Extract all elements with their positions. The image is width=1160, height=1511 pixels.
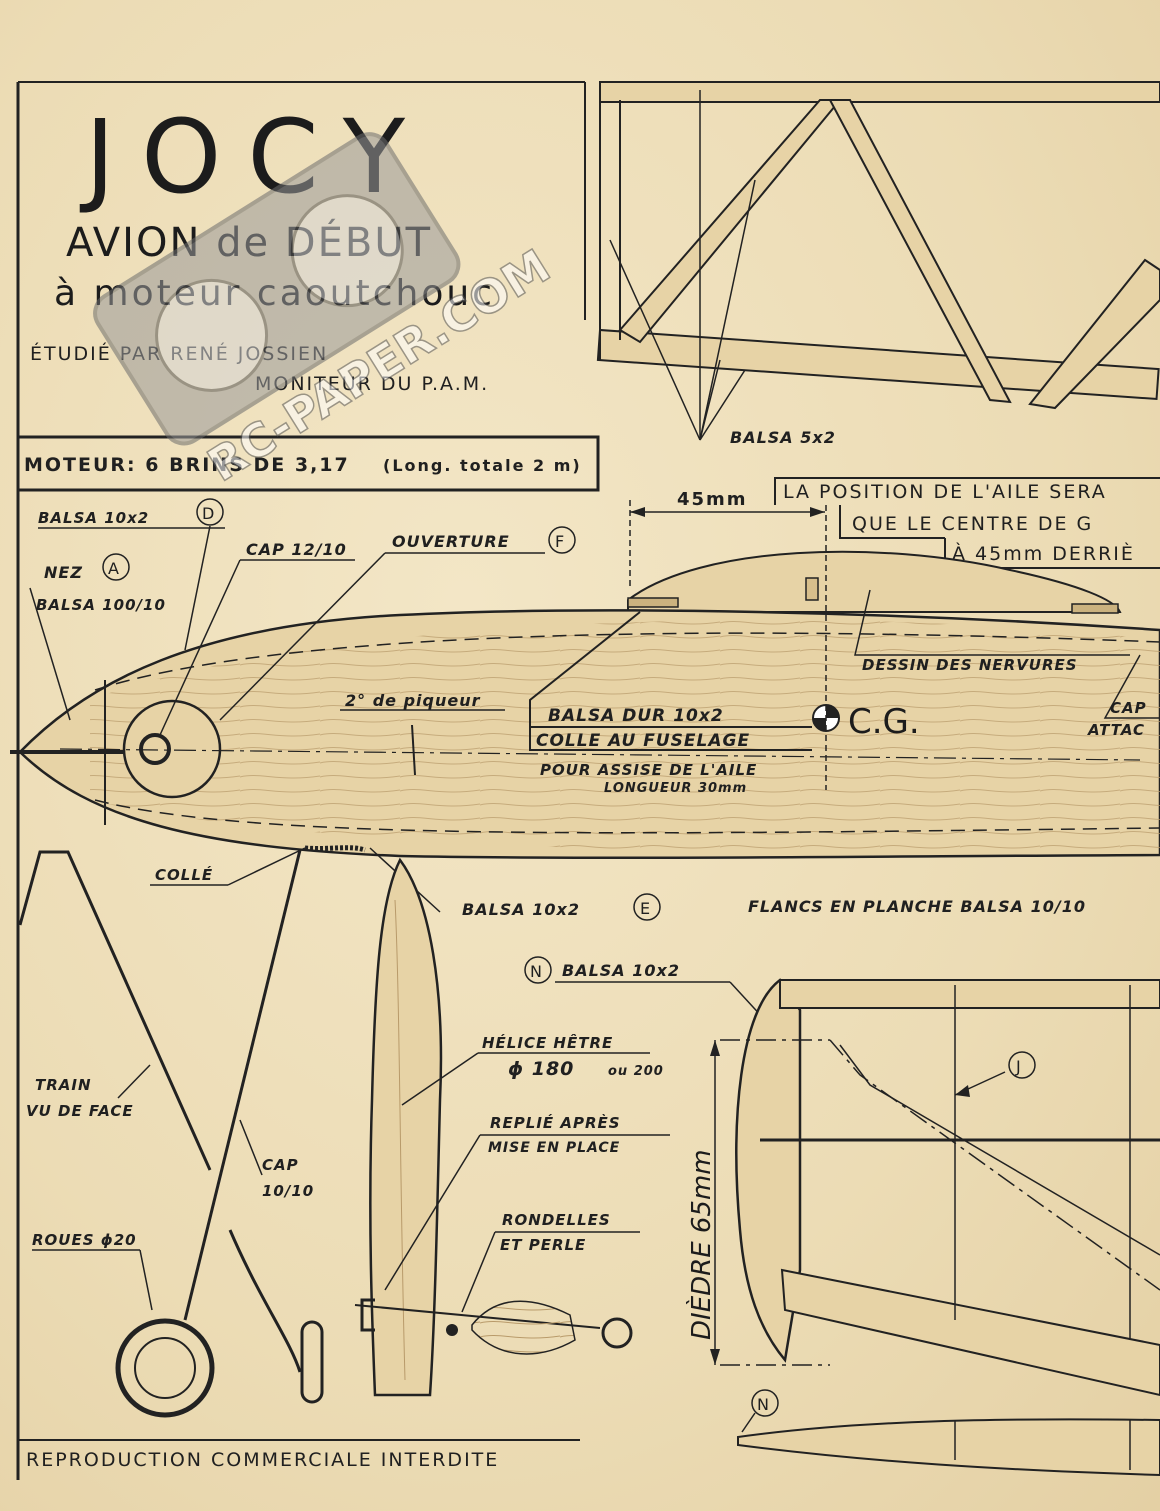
part-j: J bbox=[1015, 1057, 1023, 1076]
label-balsa-10x2-e: BALSA 10x2 bbox=[462, 900, 580, 919]
part-a: A bbox=[108, 559, 121, 578]
label-assise: POUR ASSISE DE L'AILE bbox=[540, 761, 757, 779]
label-colle: COLLÉ bbox=[155, 865, 213, 884]
landing-gear: COLLÉ BALSA 10x2 E FLANCS EN PLANCHE BAL… bbox=[18, 845, 1086, 1418]
transmitter-dial-icon bbox=[290, 194, 404, 308]
label-balsa-dur: BALSA DUR 10x2 bbox=[548, 706, 724, 726]
label-train-1: TRAIN bbox=[35, 1076, 92, 1094]
label-diedre: DIÈDRE 65mm bbox=[685, 1149, 717, 1340]
label-nez: NEZ bbox=[44, 563, 83, 582]
motor-spec: MOTEUR: 6 BRINS DE 3,17 bbox=[24, 454, 350, 476]
motor-note: (Long. totale 2 m) bbox=[383, 456, 582, 475]
wing-tip: N BALSA 10x2 DIÈDRE 65mm J N bbox=[524, 956, 1160, 1477]
label-flancs: FLANCS EN PLANCHE BALSA 10/10 bbox=[748, 897, 1086, 916]
label-cap-10b: 10/10 bbox=[262, 1182, 314, 1200]
label-helice: HÉLICE HÊTRE bbox=[482, 1033, 613, 1052]
wing-note-line-1: LA POSITION DE L'AILE SERA bbox=[783, 481, 1107, 503]
label-rondelles-1: RONDELLES bbox=[502, 1211, 611, 1229]
label-ouverture: OUVERTURE bbox=[392, 532, 510, 551]
label-train-2: VU DE FACE bbox=[26, 1102, 134, 1120]
label-roues: ROUES ϕ20 bbox=[32, 1231, 137, 1249]
fuselage-side-view: C.G. BALSA DUR 10x2 COLLE AU FUSELAGE PO… bbox=[10, 505, 1160, 859]
label-longueur: LONGUEUR 30mm bbox=[604, 781, 747, 796]
fuselage-truss: BALSA 5x2 bbox=[596, 81, 1160, 447]
label-balsa-100-10: BALSA 100/10 bbox=[36, 596, 166, 614]
label-cap-12-10: CAP 12/10 bbox=[246, 540, 347, 559]
label-cap-right: CAP bbox=[1110, 699, 1147, 717]
motor-box: MOTEUR: 6 BRINS DE 3,17 (Long. totale 2 … bbox=[16, 435, 600, 492]
label-helice-dim: ϕ 180 bbox=[508, 1058, 574, 1080]
part-f: F bbox=[555, 532, 566, 551]
label-rondelles-2: ET PERLE bbox=[500, 1236, 586, 1254]
transmitter-dial-icon bbox=[155, 278, 269, 392]
part-n2: N bbox=[757, 1395, 771, 1414]
part-e: E bbox=[640, 899, 652, 918]
label-replie-2: MISE EN PLACE bbox=[488, 1140, 620, 1156]
label-piqueur: 2° de piqueur bbox=[345, 691, 481, 710]
footer-text: REPRODUCTION COMMERCIALE INTERDITE bbox=[26, 1449, 499, 1471]
wing-position-note: 45mm LA POSITION DE L'AILE SERA QUE LE C… bbox=[629, 477, 1160, 590]
label-balsa-5x2: BALSA 5x2 bbox=[730, 428, 836, 447]
label-attac: ATTAC bbox=[1087, 721, 1145, 739]
part-n: N bbox=[530, 962, 544, 981]
label-helice-ou: ou 200 bbox=[608, 1064, 664, 1079]
designer-role: MONITEUR DU P.A.M. bbox=[255, 373, 489, 395]
wing-note-line-2: QUE LE CENTRE DE G bbox=[852, 513, 1093, 535]
cg-label: C.G. bbox=[848, 702, 920, 742]
label-cap-10: CAP bbox=[262, 1156, 299, 1174]
propeller: HÉLICE HÊTRE ϕ 180 ou 200 REPLIÉ APRÈS M… bbox=[354, 857, 670, 1397]
label-colle-fuselage: COLLE AU FUSELAGE bbox=[536, 731, 750, 751]
label-nervures: DESSIN DES NERVURES bbox=[862, 656, 1078, 674]
footer: REPRODUCTION COMMERCIALE INTERDITE bbox=[18, 1439, 580, 1471]
part-d: D bbox=[202, 504, 216, 523]
label-replie-1: REPLIÉ APRÈS bbox=[490, 1113, 621, 1132]
wing-note-line-3: À 45mm DERRIÈ bbox=[952, 542, 1135, 565]
label-balsa-10x2-n: BALSA 10x2 bbox=[562, 961, 680, 980]
nose-labels: BALSA 10x2 D CAP 12/10 OUVERTURE F NEZ A… bbox=[29, 498, 576, 736]
dim-45mm: 45mm bbox=[677, 489, 748, 510]
label-balsa-10x2-d: BALSA 10x2 bbox=[38, 509, 149, 527]
